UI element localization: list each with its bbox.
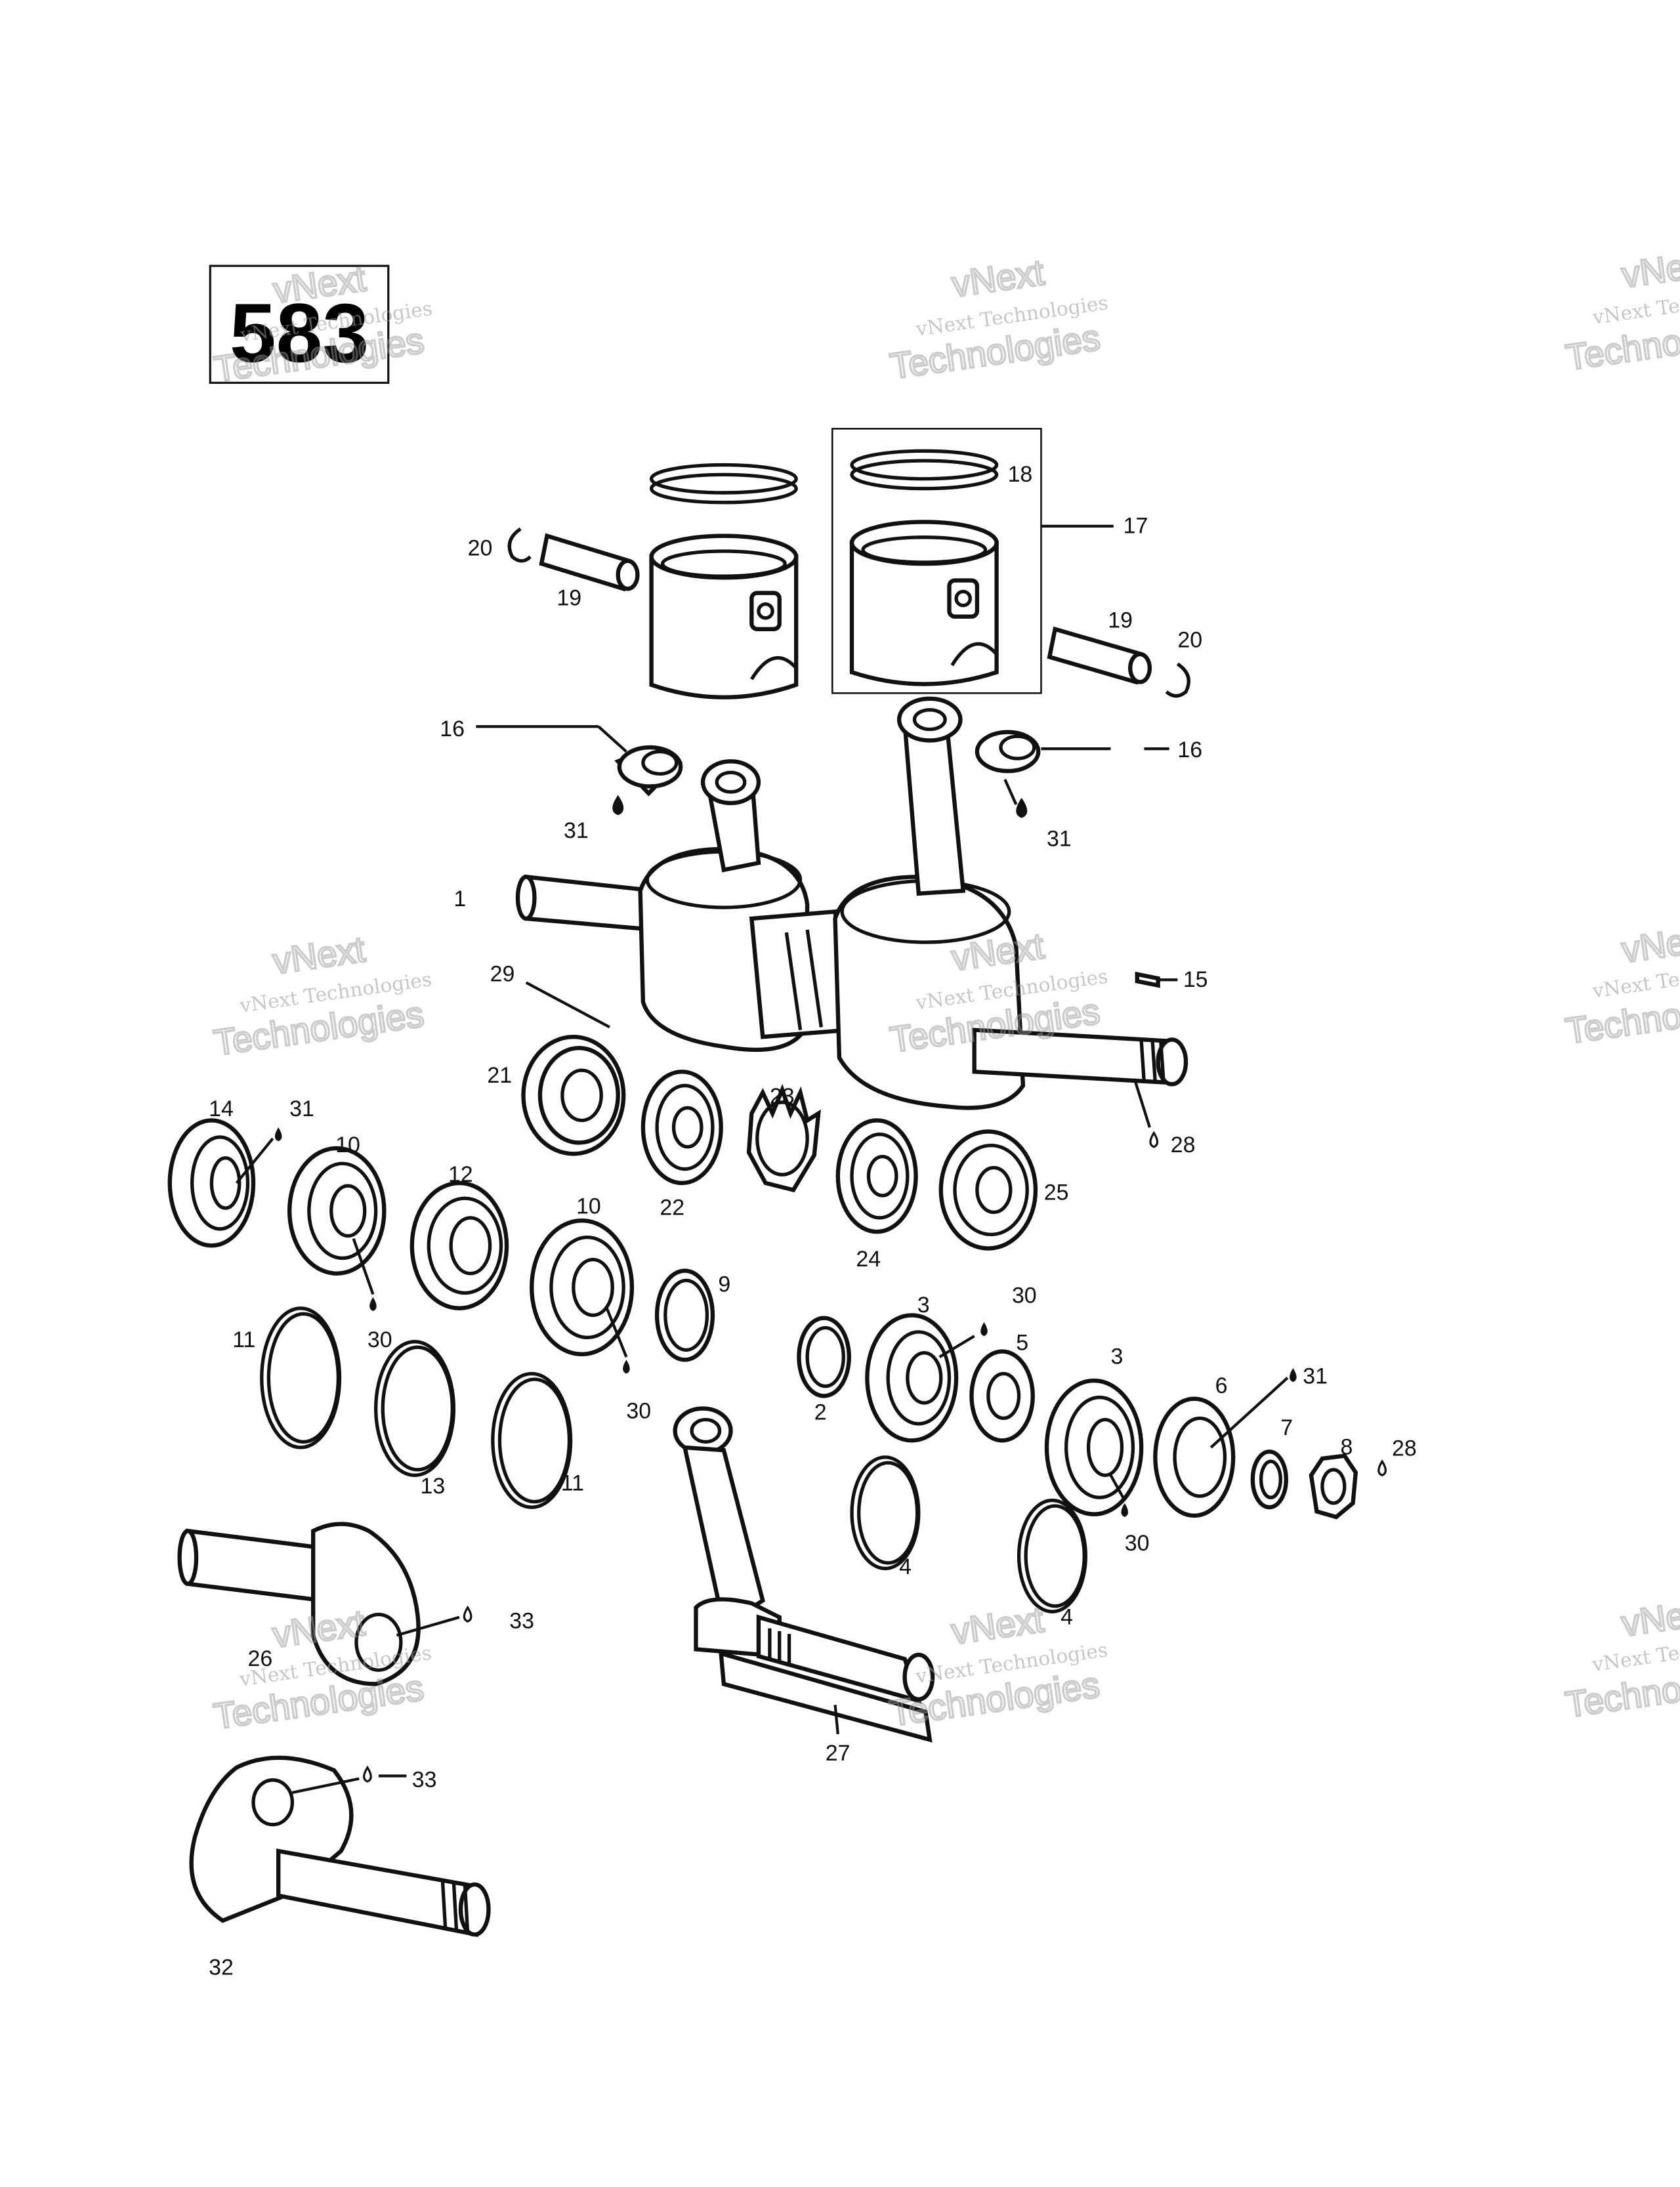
callout-8: 8	[1340, 1435, 1353, 1460]
seal-14	[167, 1118, 282, 1248]
callout-12: 12	[448, 1162, 473, 1187]
watermark-6-big: vNext	[1619, 917, 1680, 970]
callout-19b: 19	[1108, 608, 1133, 633]
callout-16b: 16	[1177, 738, 1202, 762]
needle-bearing-left	[476, 725, 683, 816]
callout-30a: 30	[368, 1327, 392, 1352]
callout-31c: 31	[289, 1096, 314, 1121]
callout-15: 15	[1183, 967, 1208, 992]
callout-10b: 10	[576, 1194, 601, 1219]
gear-23	[746, 1083, 821, 1193]
callout-30d: 30	[1125, 1531, 1150, 1556]
crank-half-26	[177, 1522, 472, 1686]
callout-17: 17	[1124, 513, 1148, 538]
callout-26: 26	[248, 1646, 273, 1671]
page-number-box: 583	[209, 264, 390, 384]
bearing-3-left	[865, 1313, 988, 1443]
o-rings-4	[850, 1455, 1088, 1614]
callout-3b: 3	[1111, 1344, 1124, 1369]
needle-bearing-right	[975, 730, 1169, 818]
callout-28a: 28	[1171, 1133, 1196, 1157]
callout-labels: 1 2 3 3 4 4 5 6 7 8 9 10 10 11 11 12 13 …	[209, 462, 1417, 1980]
ring-9	[654, 1268, 715, 1362]
callout-29: 29	[490, 961, 515, 986]
crankshaft-assembly	[515, 696, 1188, 1148]
watermark-2-big: vNext	[950, 252, 1047, 305]
callout-33b: 33	[412, 1767, 437, 1792]
callout-19a: 19	[556, 586, 581, 611]
callout-20b: 20	[1177, 627, 1202, 652]
page-number: 583	[230, 287, 369, 380]
piston-right-kit	[831, 428, 1190, 698]
piston-left	[507, 463, 799, 699]
callout-2: 2	[814, 1400, 827, 1425]
connecting-rod-27	[673, 1406, 935, 1743]
callout-24: 24	[856, 1247, 881, 1272]
bearing-21	[521, 1035, 626, 1156]
callout-10a: 10	[335, 1133, 360, 1157]
callout-31a: 31	[564, 818, 589, 843]
callout-11b: 11	[561, 1471, 584, 1496]
o-rings	[260, 1306, 573, 1509]
bearing-25	[938, 1129, 1038, 1251]
bearing-12	[410, 1180, 509, 1310]
callout-30c: 30	[1012, 1283, 1037, 1308]
callout-31d: 31	[1303, 1364, 1328, 1388]
callout-5: 5	[1016, 1330, 1028, 1355]
callout-3a: 3	[917, 1293, 930, 1318]
ring-2	[797, 1316, 851, 1398]
bearing-10-left	[287, 1146, 387, 1312]
washer-5	[969, 1349, 1035, 1443]
callout-30b: 30	[626, 1398, 651, 1423]
bearing-10-right	[530, 1218, 635, 1374]
callout-11a: 11	[232, 1327, 255, 1352]
watermark-8-big: vNext	[949, 1599, 1046, 1652]
ring-7	[1250, 1449, 1288, 1510]
callout-20a: 20	[468, 535, 493, 560]
callout-31b: 31	[1047, 827, 1072, 852]
callout-23: 23	[770, 1084, 795, 1109]
callout-18: 18	[1008, 462, 1033, 487]
seal-24	[835, 1118, 918, 1234]
callout-21: 21	[487, 1063, 512, 1088]
callout-4b: 4	[1060, 1604, 1073, 1629]
callout-4a: 4	[899, 1554, 912, 1579]
bearing-3-right	[1044, 1378, 1144, 1517]
callout-28b: 28	[1392, 1436, 1417, 1461]
callout-7: 7	[1280, 1415, 1293, 1440]
nut-8	[1309, 1453, 1387, 1520]
crank-half-32	[189, 1755, 491, 1938]
watermark-4-big: vNext	[270, 928, 368, 982]
callout-25: 25	[1044, 1180, 1069, 1205]
callout-1: 1	[453, 886, 466, 911]
watermark-9-big: vNext	[1619, 1591, 1680, 1644]
seal-22	[640, 1070, 723, 1186]
callout-22: 22	[660, 1196, 684, 1220]
watermark-3-big: vNext	[1619, 242, 1680, 295]
callout-9: 9	[718, 1272, 730, 1297]
callout-13: 13	[421, 1474, 446, 1499]
callout-32: 32	[209, 1955, 234, 1980]
callout-27: 27	[826, 1741, 850, 1766]
seal-6	[1153, 1368, 1297, 1518]
callout-16a: 16	[440, 717, 465, 741]
callout-33a: 33	[509, 1609, 534, 1634]
callout-6: 6	[1215, 1373, 1228, 1398]
callout-14: 14	[209, 1096, 234, 1121]
